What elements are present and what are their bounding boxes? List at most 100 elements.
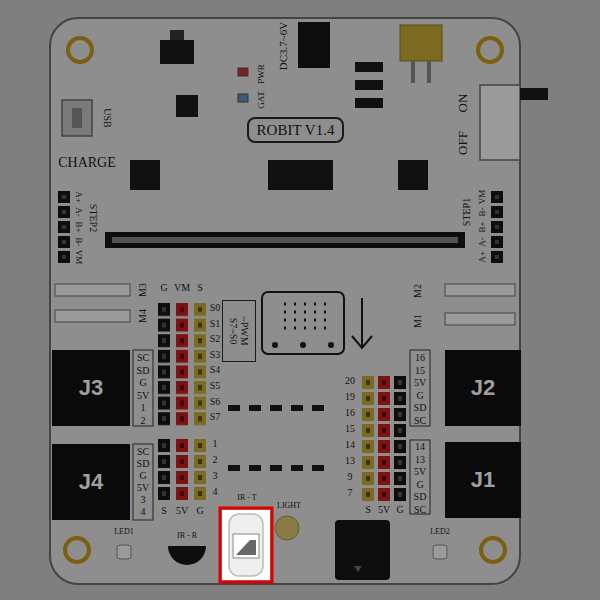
board-label: G: [139, 471, 146, 481]
pin-label-box: [133, 350, 153, 426]
buzzer: [335, 520, 390, 580]
board-label: G: [139, 378, 146, 388]
usb-slot: [72, 108, 82, 128]
motor-connector: [55, 284, 130, 296]
board-label: 1: [213, 439, 218, 449]
board-label: B-: [478, 208, 487, 217]
transistor-tab: [170, 30, 184, 40]
servo-header-power: [176, 302, 188, 427]
board-label: G: [396, 505, 403, 515]
board-label: STEP2: [88, 204, 98, 232]
board-label: DC3.7~6V: [278, 22, 289, 70]
board-label: VM: [174, 283, 190, 293]
board-title: ROBIT V1.4: [257, 122, 335, 139]
board-label: 14: [415, 442, 425, 452]
header-ground: [394, 375, 406, 503]
ir-transmitter-window: [233, 534, 259, 558]
board-label: 5V: [137, 391, 149, 401]
microbit-dots: [284, 304, 326, 328]
board-label: 16: [415, 353, 425, 363]
board-label: SC: [137, 447, 149, 457]
board-label: A+: [478, 251, 487, 263]
board-label: IR - T: [237, 494, 256, 502]
ic-chip: [176, 95, 198, 117]
board-label: GAT: [257, 91, 266, 109]
motor-connector: [55, 310, 130, 322]
pwm-note: ~PWM: [239, 316, 250, 345]
board-label: S: [365, 505, 371, 515]
board-label: SD: [414, 492, 427, 502]
motor-connector: [445, 284, 515, 296]
board-label: M2: [413, 284, 423, 298]
board-label: 4: [213, 487, 218, 497]
board-label: 2: [141, 416, 146, 426]
board-label: 15: [415, 366, 425, 376]
ir-receiver: [168, 546, 206, 565]
board-label: 5V: [176, 506, 188, 516]
board-label: STEP1: [462, 198, 472, 226]
pcb-board: [50, 18, 520, 584]
expansion-jack: J3: [52, 350, 130, 426]
microbit-slot: [105, 232, 465, 248]
usb-port: [62, 100, 92, 136]
led2: [433, 545, 447, 559]
header-signal: [362, 375, 374, 503]
board-label: SC: [414, 505, 426, 515]
board-label: SD: [137, 366, 150, 376]
jack-name: J1: [471, 468, 495, 492]
led1: [117, 545, 131, 559]
board-label: S3: [210, 350, 221, 360]
board-label: G: [160, 283, 167, 293]
board-label: 13: [415, 455, 425, 465]
board-label: S0: [210, 303, 221, 313]
highlight-box: [220, 508, 272, 582]
board-label: 4: [141, 507, 146, 517]
board-label: 3: [213, 471, 218, 481]
jack-name: J3: [79, 376, 103, 400]
board-label: M3: [138, 283, 148, 297]
board-label: 9: [348, 472, 353, 482]
board-label: OFF: [456, 131, 469, 155]
board-label: VM: [74, 250, 83, 265]
board-label: USB: [102, 108, 112, 127]
expansion-jack: J1: [445, 442, 521, 518]
board-label: S7: [210, 412, 221, 422]
microbit-slot-inner: [112, 237, 458, 243]
board-label: M4: [138, 309, 148, 323]
smd-part: [355, 80, 383, 90]
stepper-header: [491, 190, 503, 265]
board-label: 20: [345, 376, 355, 386]
stepper-header: [58, 190, 70, 265]
servo-header-ground: [158, 302, 170, 427]
power-jack: [298, 22, 330, 68]
header-power: [378, 375, 390, 503]
ir-transmitter-die: [236, 540, 256, 555]
board-label: S4: [210, 365, 221, 375]
board-label: 3: [141, 495, 146, 505]
board-label: 7: [348, 488, 353, 498]
smd-part: [355, 98, 383, 108]
jumper-pin: [411, 61, 415, 83]
pwm-note-box: ~PWMS7~S0: [222, 300, 256, 362]
pin-label-box: [410, 350, 430, 426]
status-led-red: [238, 68, 248, 76]
board-label: S5: [210, 381, 221, 391]
microbit-icon: [262, 292, 344, 354]
expansion-jack: J2: [445, 350, 521, 426]
board-label: CHARGE: [58, 156, 116, 170]
power-switch: [480, 85, 520, 160]
ic-chip: [398, 160, 428, 190]
title-box: ROBIT V1.4: [247, 117, 344, 143]
pin-label-box: [410, 440, 430, 514]
ir-transmitter-body: [229, 514, 263, 576]
board-label: S2: [210, 334, 221, 344]
board-label: 15: [345, 424, 355, 434]
board-label: VM: [478, 190, 487, 205]
jack-name: J4: [79, 470, 103, 494]
board-label: G: [416, 480, 423, 490]
board-label: 14: [345, 440, 355, 450]
board-label: G: [196, 506, 203, 516]
board-label: 5V: [414, 378, 426, 388]
mounting-hole: [68, 38, 92, 62]
rgb-led-row: [228, 408, 324, 468]
